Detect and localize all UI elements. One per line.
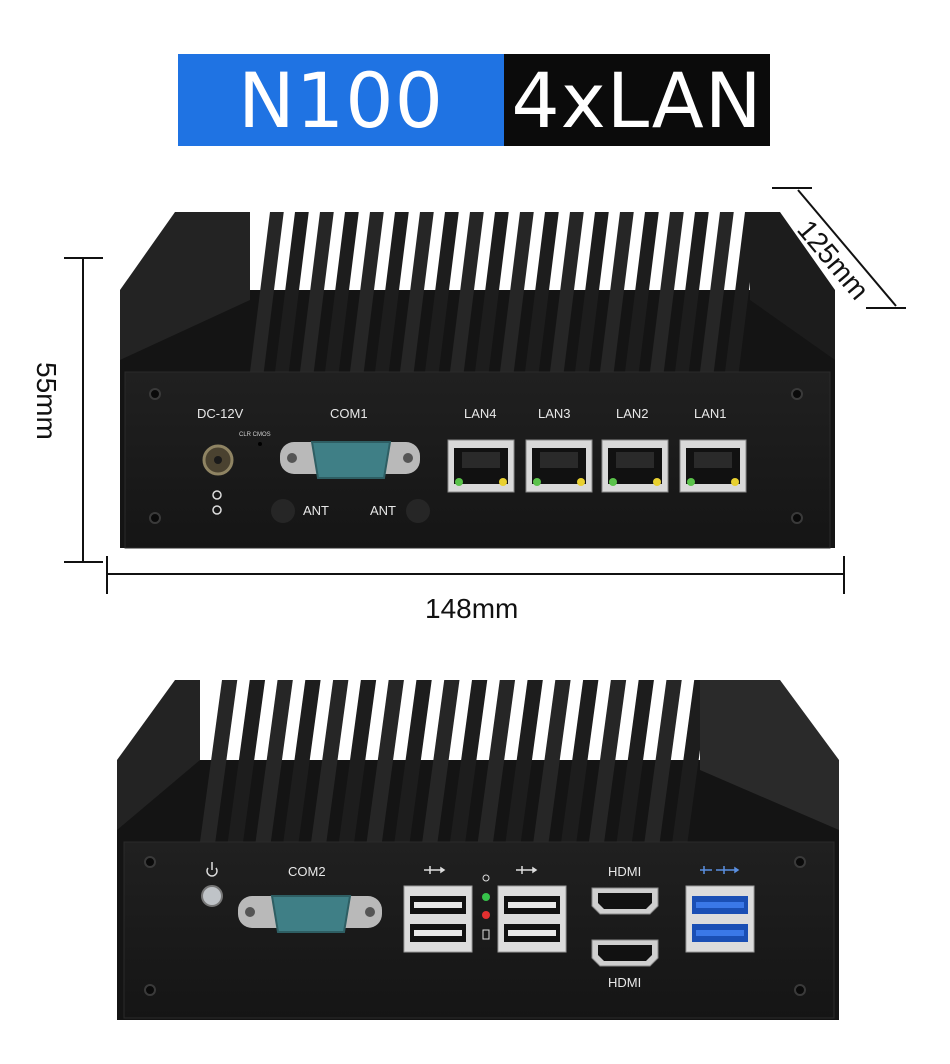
usb2-stack-left — [403, 885, 473, 953]
heatsink-fin — [525, 212, 559, 372]
heatsink-fin — [227, 680, 266, 842]
screw-icon — [149, 512, 161, 524]
usb3-stack — [685, 885, 755, 953]
heatsink-fin — [450, 212, 484, 372]
disk-icon — [482, 929, 490, 940]
heatsink-fin — [575, 212, 609, 372]
banner-ports-label: 4xLAN — [504, 54, 770, 146]
heatsink-fin — [338, 680, 377, 842]
heatsink-fin — [283, 680, 321, 842]
front-unit: DC-12V CLR CMOS COM1 ANT ANT LAN4 LAN3 L… — [120, 212, 835, 549]
front-right-block — [750, 212, 835, 360]
heatsink-fin — [500, 212, 534, 372]
lan-port — [525, 439, 593, 493]
heatsink-fin — [505, 680, 543, 842]
rear-unit: COM2 HDMI HDMI — [117, 680, 839, 1020]
screw-icon — [791, 388, 803, 400]
screw-icon — [144, 984, 156, 996]
power-led — [482, 893, 490, 901]
heatsink-fin — [311, 680, 349, 842]
antenna-cover-right — [406, 499, 430, 523]
lan-port — [679, 439, 747, 493]
heatsink-fin — [200, 680, 238, 842]
lan-ports — [447, 439, 747, 493]
banner-chip-label: N100 — [178, 54, 504, 146]
rear-right-block — [700, 680, 839, 830]
heatsink-fin — [675, 212, 709, 372]
heatsink-fin — [644, 680, 682, 842]
usb2-stack-right — [497, 885, 567, 953]
lan3-label: LAN3 — [538, 406, 571, 421]
power-icon — [206, 862, 218, 877]
antenna-cover-left — [271, 499, 295, 523]
lan2-label: LAN2 — [616, 406, 649, 421]
power-button — [201, 885, 223, 907]
reset-icon — [212, 505, 222, 515]
rear-heatsink-fins — [200, 680, 710, 842]
heatsink-fin — [561, 680, 599, 842]
heatsink-fin — [422, 680, 460, 842]
width-dimension-label: 148mm — [425, 593, 519, 624]
com2-port — [270, 895, 352, 933]
front-heatsink-fins — [250, 212, 759, 372]
dimension-lines — [64, 187, 906, 594]
front-left-block — [120, 212, 250, 360]
heatsink-fin — [625, 212, 659, 372]
screw-icon — [149, 388, 161, 400]
screw-icon — [794, 856, 806, 868]
com1-label: COM1 — [330, 406, 368, 421]
screw-icon — [144, 856, 156, 868]
usb3-ss-icon — [700, 866, 740, 874]
hdmi-top-label: HDMI — [608, 864, 641, 879]
antenna-left-label: ANT — [303, 503, 329, 518]
heatsink-fin — [533, 680, 571, 842]
heatsink-fin — [250, 212, 284, 372]
heatsink-fin — [616, 680, 654, 842]
clr-cmos-label: CLR CMOS — [239, 432, 271, 438]
heatsink-fin — [450, 680, 488, 842]
lan-port — [601, 439, 669, 493]
hdmi-bottom-label: HDMI — [608, 975, 641, 990]
heatsink-fin — [477, 680, 516, 842]
heatsink-fin — [550, 212, 584, 372]
heatsink-fin — [375, 212, 409, 372]
com1-port — [310, 441, 392, 479]
heatsink-fin — [300, 212, 334, 372]
heatsink-fin — [350, 212, 384, 372]
heatsink-fin — [275, 212, 309, 372]
com2-label: COM2 — [288, 864, 326, 879]
led-power-icon — [482, 874, 490, 882]
height-dimension-label: 55mm — [31, 362, 62, 440]
heatsink-fin — [255, 680, 293, 842]
heatsink-fin — [366, 680, 404, 842]
antenna-right-label: ANT — [370, 503, 396, 518]
disk-led — [482, 911, 490, 919]
heatsink-fin — [588, 680, 627, 842]
screw-icon — [794, 984, 806, 996]
lan-port — [447, 439, 515, 493]
heatsink-fin — [650, 212, 684, 372]
screw-icon — [791, 512, 803, 524]
heatsink-fin — [394, 680, 432, 842]
heatsink-fin — [325, 212, 359, 372]
heatsink-fin — [425, 212, 459, 372]
heatsink-fin — [400, 212, 434, 372]
lan1-label: LAN1 — [694, 406, 727, 421]
lan4-label: LAN4 — [464, 406, 497, 421]
usb-icon — [516, 866, 538, 874]
heatsink-fin — [600, 212, 634, 372]
heatsink-fin — [700, 212, 734, 372]
heatsink-fin — [475, 212, 509, 372]
dc-label: DC-12V — [197, 406, 244, 421]
ground-icon — [212, 490, 222, 500]
rear-left-block — [117, 680, 200, 830]
usb-icon — [424, 866, 446, 874]
